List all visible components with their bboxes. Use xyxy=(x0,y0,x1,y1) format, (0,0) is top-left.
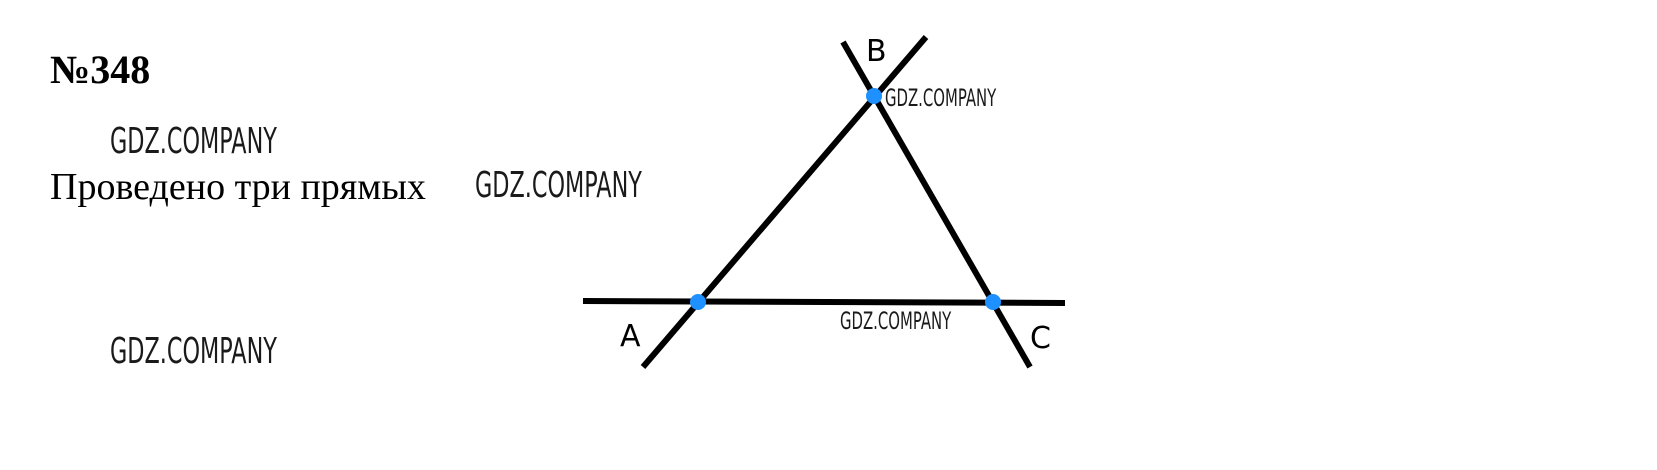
line-ab xyxy=(640,35,929,369)
label-b: B xyxy=(866,34,887,69)
watermark: GDZ.COMPANY xyxy=(110,331,277,372)
point-b xyxy=(866,88,882,104)
watermark: GDZ.COMPANY xyxy=(475,165,642,206)
line-ac xyxy=(582,298,1066,306)
watermark: GDZ.COMPANY xyxy=(840,307,952,335)
watermark: GDZ.COMPANY xyxy=(885,84,997,112)
problem-statement: Проведено три прямых xyxy=(50,166,426,208)
problem-number: №348 xyxy=(50,47,151,92)
point-c xyxy=(985,294,1001,310)
watermark: GDZ.COMPANY xyxy=(110,121,277,162)
label-a: A xyxy=(620,319,641,354)
label-c: C xyxy=(1030,321,1051,356)
point-a xyxy=(690,294,706,310)
